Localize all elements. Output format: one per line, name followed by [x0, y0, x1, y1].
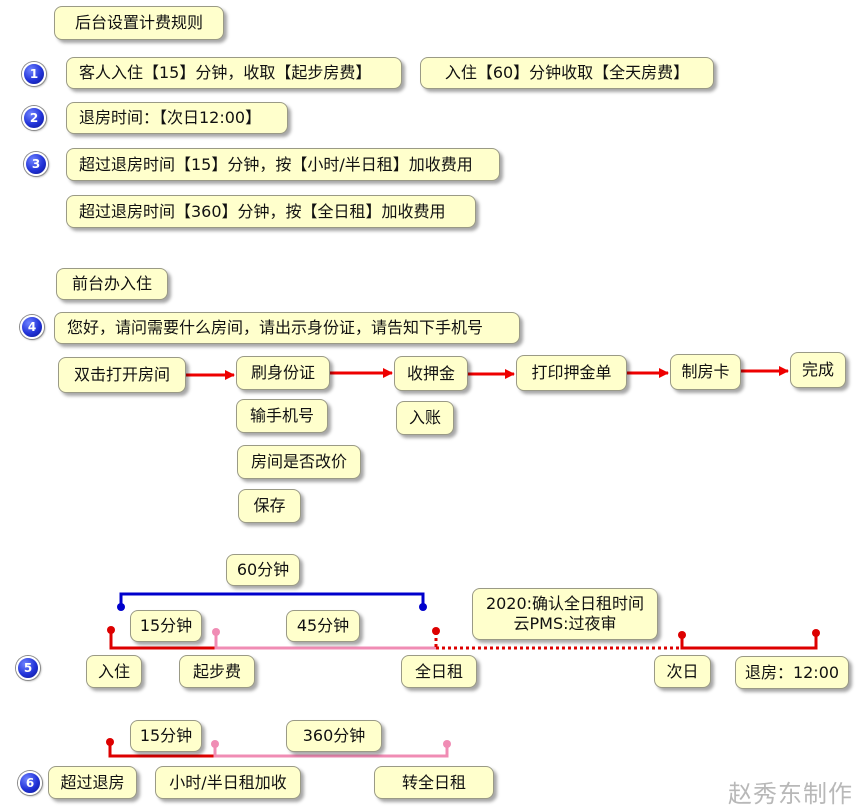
label6-overtime: 超过退房 — [48, 766, 137, 799]
flow-step-collect-deposit-text: 收押金 — [406, 363, 455, 383]
label-60min: 60分钟 — [226, 554, 300, 586]
sub-step-adjust-price-text: 房间是否改价 — [250, 452, 347, 471]
label-start-fee-text: 起步费 — [192, 661, 241, 681]
author-watermark: 赵秀东制作 — [728, 780, 853, 808]
sub-step-post-account-text: 入账 — [408, 408, 441, 427]
flow-step-open-room: 双击打开房间 — [58, 357, 186, 393]
rule-overtime-hourly-text: 超过退房时间【15】分钟，按【小时/半日租】加收费用 — [79, 154, 473, 174]
label-start-fee: 起步费 — [179, 655, 255, 688]
note-overnight-audit: 2020:确认全日租时间 云PMS:过夜审 — [472, 588, 658, 640]
flow-step-done: 完成 — [790, 352, 846, 388]
flow-step-print-receipt: 打印押金单 — [516, 355, 627, 391]
segment-checkout-dot — [812, 629, 820, 637]
flow-step-print-receipt-text: 打印押金单 — [531, 363, 612, 382]
bracket-60min — [119, 592, 425, 606]
label6-360min-text: 360分钟 — [302, 726, 366, 745]
label-15min: 15分钟 — [130, 610, 202, 642]
label6-hourly-surcharge-text: 小时/半日租加收 — [169, 772, 287, 792]
step-badge-6: 6 — [18, 771, 42, 795]
step-badge-1: 1 — [22, 62, 46, 86]
rule-start-fee-text: 客人入住【15】分钟，收取【起步房费】 — [79, 63, 372, 82]
flow-step-make-card: 制房卡 — [670, 354, 741, 390]
label6-15min: 15分钟 — [130, 720, 202, 752]
segment6-15min-dot — [106, 738, 114, 746]
step-badge-3: 3 — [24, 152, 48, 176]
sub-step-post-account: 入账 — [396, 401, 454, 435]
flow-step-collect-deposit: 收押金 — [394, 356, 468, 391]
label-45min: 45分钟 — [286, 610, 360, 642]
label-checkout-time-text: 退房：12:00 — [744, 662, 840, 682]
label-full-day-text: 全日租 — [414, 661, 463, 681]
segment-15min-start-dot — [107, 626, 115, 634]
sub-step-enter-phone: 输手机号 — [236, 399, 328, 433]
label-15min-text: 15分钟 — [139, 616, 193, 635]
label-45min-text: 45分钟 — [296, 616, 350, 635]
flow-step-make-card-text: 制房卡 — [681, 362, 730, 381]
sub-step-enter-phone-text: 输手机号 — [249, 406, 314, 425]
checkin-header: 前台办入住 — [56, 268, 168, 300]
label-checkin-text: 入住 — [97, 661, 130, 681]
note-overnight-audit-line1: 2020:确认全日租时间 — [485, 594, 645, 613]
bracket-60min-end-dot — [419, 603, 427, 611]
label-next-day: 次日 — [654, 655, 711, 688]
rule-full-day-fee-text: 入住【60】分钟收取【全天房费】 — [444, 63, 690, 82]
label6-360min: 360分钟 — [286, 720, 382, 752]
bracket-60min-start-dot — [117, 603, 125, 611]
label-next-day-text: 次日 — [666, 661, 699, 681]
checkin-greeting-text: 您好，请问需要什么房间，请出示身份证，请告知下手机号 — [67, 318, 484, 337]
checkin-header-text: 前台办入住 — [71, 274, 152, 293]
flow-step-swipe-id: 刷身份证 — [236, 356, 330, 390]
sub-step-save-text: 保存 — [253, 496, 286, 515]
label-60min-text: 60分钟 — [236, 560, 290, 579]
segment6-360min-end-dot — [443, 740, 451, 748]
rule-full-day-fee: 入住【60】分钟收取【全天房费】 — [420, 57, 714, 89]
rule-overtime-hourly: 超过退房时间【15】分钟，按【小时/半日租】加收费用 — [66, 148, 500, 181]
flow-step-swipe-id-text: 刷身份证 — [250, 363, 315, 382]
segment-next-day-dot — [678, 631, 686, 639]
label6-15min-text: 15分钟 — [139, 726, 193, 745]
title-text: 后台设置计费规则 — [74, 13, 203, 32]
label-checkin: 入住 — [86, 655, 142, 688]
label-checkout-time: 退房：12:00 — [735, 656, 849, 689]
rule-checkout-time: 退房时间：【次日12:00】 — [66, 102, 288, 134]
label6-to-full-day-text: 转全日租 — [401, 772, 466, 792]
note-overnight-audit-line2: 云PMS:过夜审 — [513, 614, 617, 633]
marker-full-day-dot — [432, 627, 440, 635]
label6-to-full-day: 转全日租 — [374, 766, 494, 799]
flow-step-done-text: 完成 — [801, 360, 834, 379]
segment-15min — [109, 630, 216, 650]
segment-next-day — [680, 636, 818, 650]
checkin-greeting: 您好，请问需要什么房间，请出示身份证，请告知下手机号 — [54, 312, 520, 344]
label-full-day: 全日租 — [401, 655, 477, 688]
segment6-360min — [213, 744, 449, 758]
sub-step-adjust-price: 房间是否改价 — [237, 445, 361, 479]
sub-step-save: 保存 — [238, 489, 301, 523]
rule-overtime-full-day: 超过退房时间【360】分钟，按【全日租】加收费用 — [66, 195, 476, 228]
step-badge-5: 5 — [16, 656, 40, 680]
flow-step-open-room-text: 双击打开房间 — [73, 365, 170, 384]
segment6-360min-start-dot — [211, 740, 219, 748]
segment-45min — [214, 632, 436, 650]
rule-start-fee: 客人入住【15】分钟，收取【起步房费】 — [66, 57, 402, 89]
title-box: 后台设置计费规则 — [54, 6, 224, 40]
label6-hourly-surcharge: 小时/半日租加收 — [155, 766, 301, 799]
segment6-15min — [108, 742, 215, 758]
label6-overtime-text: 超过退房 — [60, 772, 125, 792]
step-badge-2: 2 — [22, 106, 46, 130]
step-badge-4: 4 — [20, 315, 44, 339]
segment-45min-start-dot — [212, 628, 220, 636]
rule-checkout-time-text: 退房时间：【次日12:00】 — [79, 108, 262, 127]
rule-overtime-full-day-text: 超过退房时间【360】分钟，按【全日租】加收费用 — [79, 201, 446, 221]
